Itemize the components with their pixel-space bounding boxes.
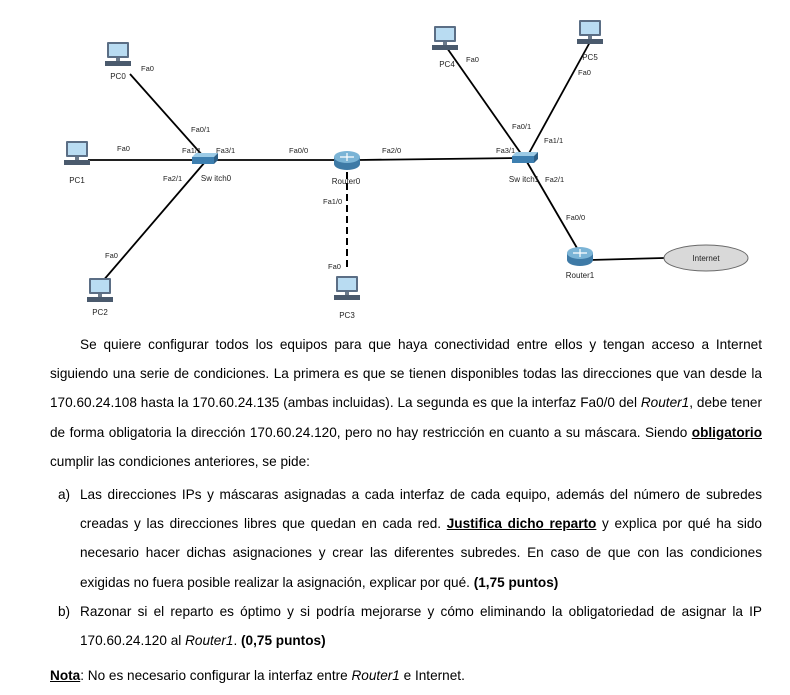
link-router0-switch1 [357, 157, 521, 161]
link-pc5-switch1 [527, 41, 591, 156]
switch0-label: Sw itch0 [201, 174, 232, 183]
switch1-label: Sw itch1 [509, 175, 540, 184]
pc4-icon[interactable] [432, 26, 458, 50]
link-router1-internet [589, 257, 665, 261]
port-label: Fa3/1 [496, 146, 515, 155]
router1-ref: Router1 [640, 395, 690, 411]
link-pc4-switch1 [446, 47, 523, 156]
statement-text: Se quiere configurar todos los equipos p… [50, 337, 762, 411]
note-label: Nota [50, 668, 81, 683]
item-marker: a) [58, 487, 71, 502]
question-b: b) Razonar si el reparto es óptimo y si p… [58, 597, 762, 655]
internet-cloud[interactable]: Internet [663, 244, 749, 272]
points-a: (1,75 puntos) [473, 574, 559, 590]
internet-label: Internet [692, 254, 720, 263]
link-pc0-switch0 [129, 73, 204, 157]
question-text: . [233, 633, 242, 649]
question-text: Razonar si el reparto es óptimo y si pod… [80, 604, 762, 649]
switch1-icon[interactable] [512, 152, 538, 163]
port-label: Fa0/1 [512, 122, 531, 131]
obligatorio-emphasis: obligatorio [691, 424, 762, 440]
port-label: Fa0 [578, 68, 591, 77]
item-marker: b) [58, 604, 71, 619]
pc0-icon[interactable] [105, 42, 131, 66]
pc3-icon[interactable] [334, 276, 360, 300]
port-label: Fa2/0 [382, 146, 401, 155]
question-text: y explica por qué ha sido necesario hace… [80, 516, 762, 590]
pc1-label: PC1 [69, 176, 85, 185]
pc1-icon[interactable] [64, 141, 90, 165]
router1-label: Router1 [566, 271, 595, 280]
port-label: Fa0 [141, 64, 154, 73]
router1-ref: Router1 [351, 668, 400, 683]
problem-statement: Se quiere configurar todos los equipos p… [50, 330, 762, 476]
pc4-label: PC4 [439, 60, 455, 69]
pc2-icon[interactable] [87, 278, 113, 302]
question-text: Las direcciones IPs y máscaras asignadas… [80, 487, 762, 532]
port-label: Fa0 [466, 55, 479, 64]
statement-text: cumplir las condiciones anteriores, se p… [50, 453, 310, 469]
pc0-label: PC0 [110, 72, 126, 81]
pc2-label: PC2 [92, 308, 108, 317]
port-label: Fa0 [117, 144, 130, 153]
statement-text: , debe tener de forma obligatoria la dir… [50, 395, 762, 440]
link-pc2-switch0 [101, 161, 206, 283]
port-label: Fa2/1 [163, 174, 182, 183]
points-b: (0,75 puntos) [241, 633, 326, 649]
port-label: Fa0/1 [191, 125, 210, 134]
link-switch1-router1 [526, 161, 578, 249]
router0-icon[interactable] [333, 150, 361, 171]
port-label: Fa0/0 [566, 213, 585, 222]
router0-label: Router0 [332, 177, 361, 186]
note: Nota: No es necesario configurar la inte… [50, 668, 465, 683]
router1-ref: Router1 [185, 633, 234, 649]
port-label: Fa1/1 [544, 136, 563, 145]
port-label: Fa0 [328, 262, 341, 271]
network-topology-diagram: Internet PC0 PC1 PC2 PC3 PC4 PC5 Sw itch… [64, 20, 749, 320]
router1-icon[interactable] [566, 246, 594, 267]
port-label: Fa2/1 [545, 175, 564, 184]
pc5-icon[interactable] [577, 20, 603, 44]
port-label: Fa1/1 [182, 146, 201, 155]
question-a: a) Las direcciones IPs y máscaras asignad… [58, 480, 762, 597]
port-label: Fa3/1 [216, 146, 235, 155]
port-label: Fa1/0 [323, 197, 342, 206]
pc3-label: PC3 [339, 311, 355, 320]
note-text: : No es necesario configurar la interfaz… [80, 668, 352, 683]
port-label: Fa0 [105, 251, 118, 260]
port-label: Fa0/0 [289, 146, 308, 155]
note-text: e Internet. [399, 668, 465, 683]
justifica-emphasis: Justifica dicho reparto [446, 516, 597, 532]
pc5-label: PC5 [582, 53, 598, 62]
